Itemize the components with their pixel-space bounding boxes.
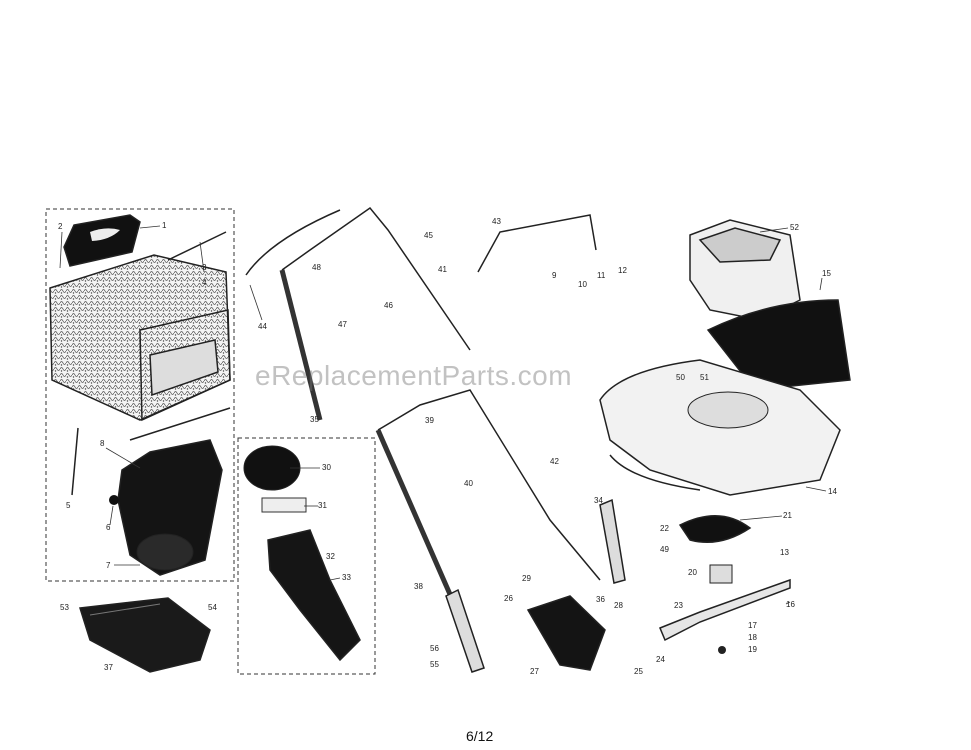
blade-part: [659, 578, 791, 642]
blade-adapter-part: [678, 514, 752, 543]
bag-handle-part: [63, 214, 141, 267]
callout-16: 16: [786, 600, 795, 609]
bag-rod-part: [167, 231, 227, 261]
callout-10: 10: [578, 280, 587, 289]
callout-35: 35: [310, 415, 319, 424]
callout-45: 45: [424, 231, 433, 240]
bag-handle-grip-part: [90, 228, 120, 241]
page-number: 6/12: [466, 728, 494, 744]
callout-56: 56: [430, 644, 439, 653]
mulch-bracket-part: [261, 497, 307, 513]
callout-40: 40: [464, 479, 473, 488]
callout-33: 33: [342, 573, 351, 582]
callout-34: 34: [594, 496, 603, 505]
callout-53: 53: [60, 603, 69, 612]
rear-flap-part: [526, 595, 606, 671]
callout-18: 18: [748, 633, 757, 642]
upper-handle-left-bar: [279, 269, 323, 421]
callout-37: 37: [104, 663, 113, 672]
blade-bolt-part: [718, 646, 726, 654]
callout-22: 22: [660, 524, 669, 533]
grass-bag-group-box: [45, 208, 235, 582]
callout-52: 52: [790, 223, 799, 232]
mulch-plug-part: [79, 597, 211, 673]
callout-42: 42: [550, 457, 559, 466]
callout-26: 26: [504, 594, 513, 603]
control-bail-part: [477, 214, 597, 273]
callout-7: 7: [106, 561, 111, 570]
callout-51: 51: [700, 373, 709, 382]
callout-47: 47: [338, 320, 347, 329]
callout-17: 17: [748, 621, 757, 630]
callout-4: 4: [202, 278, 207, 287]
callout-50: 50: [676, 373, 685, 382]
callout-12: 12: [618, 266, 627, 275]
callout-19: 19: [748, 645, 757, 654]
handle-bracket-left-part: [445, 588, 485, 673]
mulch-tube-part: [267, 529, 361, 662]
upper-handle-part: [281, 206, 471, 351]
callout-11: 11: [597, 271, 606, 280]
grass-bag-opening-part: [149, 339, 219, 397]
callout-21: 21: [783, 511, 792, 520]
callout-48: 48: [312, 263, 321, 272]
lower-handle-part: [377, 389, 601, 581]
callout-20: 20: [688, 568, 697, 577]
engine-cover-part: [698, 227, 782, 263]
adapter-hub-part: [709, 564, 733, 584]
callout-2: 2: [58, 222, 63, 231]
callout-27: 27: [530, 667, 539, 676]
handle-grip-foam-part: [245, 209, 341, 276]
callout-55: 55: [430, 660, 439, 669]
deck-skirt-part: [609, 454, 701, 491]
callout-1: 1: [162, 221, 167, 230]
bag-frame-wire-part: [71, 427, 79, 496]
callout-44: 44: [258, 322, 267, 331]
callout-24: 24: [656, 655, 665, 664]
handle-bracket-right-part: [599, 498, 626, 584]
callout-29: 29: [522, 574, 531, 583]
callout-54: 54: [208, 603, 217, 612]
callout-36: 36: [596, 595, 605, 604]
grass-bag-frame-part: [139, 309, 231, 422]
callout-43: 43: [492, 217, 501, 226]
rear-chute-opening-part: [136, 533, 194, 571]
callout-15: 15: [822, 269, 831, 278]
watermark-text: eReplacementParts.com: [255, 360, 573, 391]
callout-14: 14: [828, 487, 837, 496]
callout-30: 30: [322, 463, 331, 472]
callout-46: 46: [384, 301, 393, 310]
mulch-plug-edge: [89, 603, 161, 616]
callout-41: 41: [438, 265, 447, 274]
mulch-kit-group-box: [237, 437, 376, 675]
bag-rod-lower-part: [129, 407, 231, 441]
callout-9: 9: [552, 271, 557, 280]
callout-32: 32: [326, 552, 335, 561]
callout-3: 3: [202, 263, 207, 272]
callout-31: 31: [318, 501, 327, 510]
callout-39: 39: [425, 416, 434, 425]
callout-38: 38: [414, 582, 423, 591]
callout-28: 28: [614, 601, 623, 610]
deck-engine-opening-part: [687, 391, 769, 429]
callout-13: 13: [780, 548, 789, 557]
callout-5: 5: [66, 501, 71, 510]
callout-25: 25: [634, 667, 643, 676]
callout-8: 8: [100, 439, 105, 448]
chute-knob-part: [109, 495, 119, 505]
callout-49: 49: [660, 545, 669, 554]
callout-6: 6: [106, 523, 111, 532]
callout-23: 23: [674, 601, 683, 610]
